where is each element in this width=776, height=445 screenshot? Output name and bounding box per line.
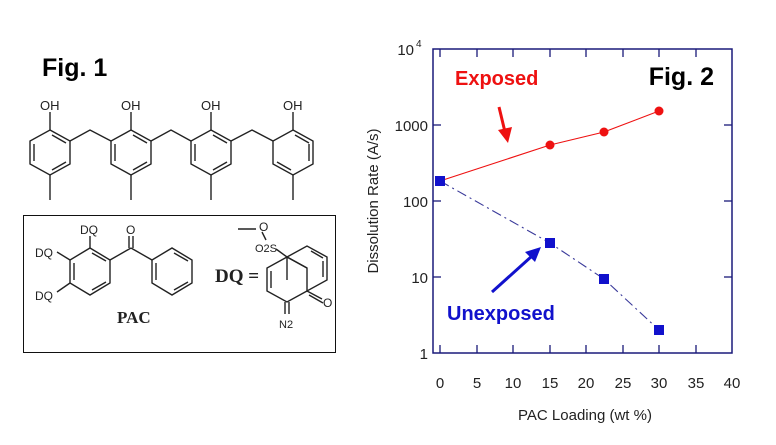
unexposed-arrow-icon (490, 247, 541, 294)
svg-text:10: 10 (411, 270, 428, 287)
svg-text:10: 10 (505, 375, 522, 392)
svg-text:40: 40 (724, 375, 741, 392)
fig1-title: Fig. 1 (42, 54, 108, 82)
pac-structure-box (23, 215, 336, 353)
novolac-oligomer-structure: OH OH OH OH (29, 98, 314, 200)
diazo-label: N2 (279, 319, 293, 331)
y-ticks (433, 124, 732, 278)
svg-text:5: 5 (473, 375, 481, 392)
exposed-series-markers (545, 106, 664, 150)
unexposed-series-line (439, 180, 660, 331)
svg-text:25: 25 (615, 375, 632, 392)
pac-label: PAC (117, 308, 151, 327)
svg-text:15: 15 (542, 375, 559, 392)
svg-text:100: 100 (403, 194, 428, 211)
svg-text:0: 0 (436, 375, 444, 392)
x-ticks (439, 49, 697, 353)
unexposed-annotation: Unexposed (447, 303, 555, 325)
y-tick-labels: 1 10 100 1000 (395, 118, 428, 363)
y-tick-label-10e4: 10 (397, 42, 414, 59)
unexposed-series-markers (435, 176, 664, 335)
dq-label-bottom: DQ (35, 289, 53, 303)
ester-o-label: O (259, 220, 268, 234)
svg-text:35: 35 (688, 375, 705, 392)
ketone-o-label: O (323, 296, 332, 310)
svg-text:1: 1 (420, 346, 428, 363)
x-axis-title: PAC Loading (wt %) (518, 407, 652, 424)
dq-label-middle: DQ (35, 246, 53, 260)
svg-text:20: 20 (578, 375, 595, 392)
y-tick-label-10e4-exponent: 4 (416, 39, 422, 50)
exposed-arrow-icon (497, 106, 512, 143)
dq-equals-label: DQ = (215, 266, 259, 287)
pac-structure: DQ DQ DQ O O O2S O N2 PAC DQ = (35, 220, 332, 331)
x-tick-labels: 0 5 10 15 20 25 30 35 40 (436, 375, 741, 392)
svg-text:1000: 1000 (395, 118, 428, 135)
exposed-annotation: Exposed (455, 68, 538, 90)
exposed-series-line (439, 110, 660, 182)
fig2-title: Fig. 2 (649, 63, 714, 91)
oh-label-3: OH (201, 98, 221, 113)
oh-label-4: OH (283, 98, 303, 113)
oh-label-1: OH (40, 98, 60, 113)
oh-label-2: OH (121, 98, 141, 113)
svg-text:30: 30 (651, 375, 668, 392)
sulfonyl-label: O2S (255, 243, 277, 255)
dq-label-top: DQ (80, 223, 98, 237)
carbonyl-o-label: O (126, 223, 135, 237)
y-axis-title: Dissolution Rate (A/s) (365, 128, 382, 273)
